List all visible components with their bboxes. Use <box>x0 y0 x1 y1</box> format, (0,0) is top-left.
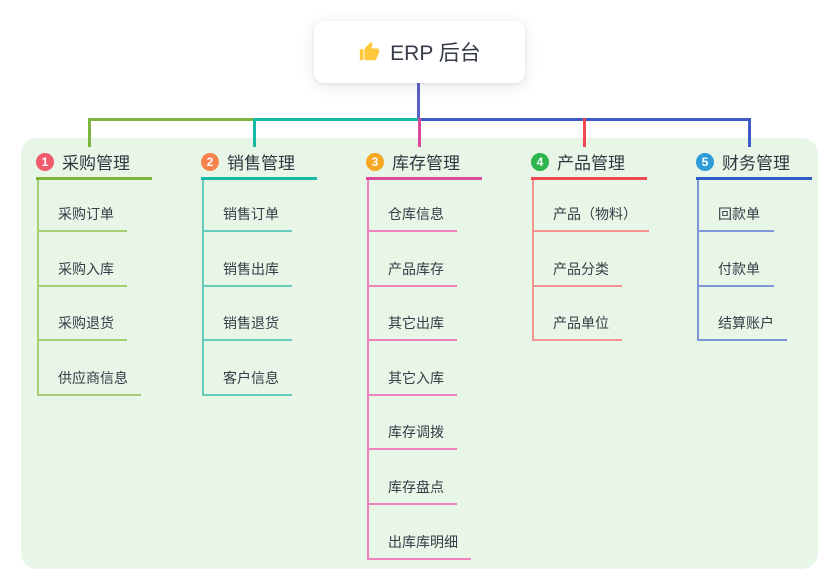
mindmap-item[interactable]: 销售退货 <box>202 313 292 342</box>
mindmap-item[interactable]: 其它出库 <box>367 313 457 342</box>
subtree-vertical-connector <box>532 180 534 342</box>
mindmap-item-label: 销售订单 <box>223 206 279 222</box>
branch-number-badge: 2 <box>201 152 219 171</box>
mindmap-item-label: 供应商信息 <box>58 369 128 386</box>
branch-title-label: 销售管理 <box>227 154 295 173</box>
branches-panel <box>21 138 818 569</box>
mindmap-item[interactable]: 库存调拨 <box>367 422 457 451</box>
mindmap-item-label: 产品分类 <box>553 260 609 277</box>
branch-drop-connector <box>253 118 256 147</box>
mindmap-item-label: 采购入库 <box>58 260 114 277</box>
mindmap-item-label: 其它出库 <box>388 315 444 332</box>
mindmap-item-label: 结算账户 <box>718 315 774 332</box>
mindmap-item-label: 回款单 <box>718 206 760 222</box>
mindmap-item-label: 销售退货 <box>223 315 279 332</box>
mindmap-item[interactable]: 供应商信息 <box>37 368 141 396</box>
thumbs-up-icon <box>360 41 380 61</box>
mindmap-item-label: 销售出库 <box>223 260 279 277</box>
root-stem-connector <box>417 83 420 121</box>
branch-title[interactable]: 1 采购管理 <box>36 146 152 180</box>
mindmap-item[interactable]: 产品库存 <box>367 259 457 287</box>
branch-number-badge: 1 <box>36 152 54 171</box>
mindmap-item-label: 产品单位 <box>553 315 609 332</box>
mindmap-item[interactable]: 产品单位 <box>532 313 622 342</box>
branch-number-badge: 4 <box>531 152 549 171</box>
mindmap-item[interactable]: 结算账户 <box>697 313 787 342</box>
root-node[interactable]: ERP 后台 <box>314 21 525 83</box>
mindmap-item[interactable]: 采购入库 <box>37 259 127 287</box>
branch-number-badge: 5 <box>696 152 714 171</box>
mindmap-item-label: 其它入库 <box>388 369 444 386</box>
mindmap-item[interactable]: 销售出库 <box>202 259 292 287</box>
subtree-vertical-connector <box>37 180 39 396</box>
branch-title[interactable]: 4 产品管理 <box>531 146 647 180</box>
connector-bar-segment <box>88 118 256 121</box>
mindmap-item[interactable]: 采购订单 <box>37 204 127 232</box>
subtree-vertical-connector <box>367 180 369 560</box>
branch-title-label: 库存管理 <box>392 154 460 173</box>
mindmap-item-label: 采购订单 <box>58 206 114 222</box>
branch-drop-connector <box>748 118 751 147</box>
mindmap-item[interactable]: 其它入库 <box>367 368 457 396</box>
branch-number-badge: 3 <box>366 152 384 171</box>
branch-title[interactable]: 2 销售管理 <box>201 146 317 180</box>
root-node-label: ERP 后台 <box>390 42 481 65</box>
branch-drop-connector <box>88 118 91 147</box>
branch-title-label: 产品管理 <box>557 154 625 173</box>
mindmap-item-label: 产品库存 <box>388 260 444 277</box>
subtree-vertical-connector <box>202 180 204 396</box>
mindmap-item[interactable]: 出库库明细 <box>367 532 471 560</box>
mindmap-item-label: 库存盘点 <box>388 479 444 495</box>
mindmap-item[interactable]: 回款单 <box>697 204 774 232</box>
mindmap-item-label: 库存调拨 <box>388 424 444 441</box>
mindmap-item-label: 出库库明细 <box>388 533 458 550</box>
connector-bar-segment <box>253 118 421 121</box>
subtree-vertical-connector <box>697 180 699 342</box>
mindmap-item-label: 采购退货 <box>58 315 114 332</box>
branch-drop-connector <box>583 118 586 147</box>
mindmap-item[interactable]: 销售订单 <box>202 204 292 232</box>
branch-title[interactable]: 3 库存管理 <box>366 146 482 180</box>
mindmap-item[interactable]: 客户信息 <box>202 368 292 396</box>
mindmap-item[interactable]: 产品（物料） <box>532 204 649 232</box>
mindmap-item-label: 仓库信息 <box>388 206 444 222</box>
mindmap-item-label: 产品（物料） <box>553 206 637 222</box>
branch-drop-connector <box>418 118 421 147</box>
mindmap-item[interactable]: 采购退货 <box>37 313 127 342</box>
mindmap-item[interactable]: 仓库信息 <box>367 204 457 232</box>
mindmap-item-label: 客户信息 <box>223 369 279 386</box>
mindmap-item[interactable]: 产品分类 <box>532 259 622 287</box>
mindmap-item[interactable]: 库存盘点 <box>367 477 457 505</box>
branch-title-label: 财务管理 <box>722 154 790 173</box>
branch-title-label: 采购管理 <box>62 154 130 173</box>
branch-title[interactable]: 5 财务管理 <box>696 146 812 180</box>
mindmap-item[interactable]: 付款单 <box>697 259 774 287</box>
mindmap-item-label: 付款单 <box>718 260 760 277</box>
